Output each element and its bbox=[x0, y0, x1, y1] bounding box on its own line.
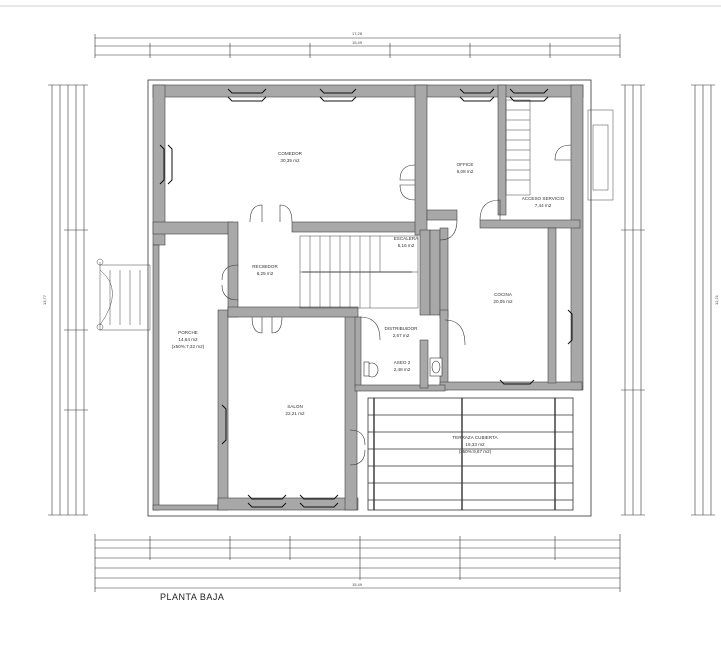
room-terraza-area2: (x50%:9,67 m2) bbox=[459, 449, 492, 454]
dim-total-height: 13,77 bbox=[42, 294, 47, 305]
doors bbox=[221, 144, 572, 466]
dim-total-width: 17,28 bbox=[352, 31, 363, 36]
service-stairs bbox=[505, 99, 531, 196]
room-terraza-area: 19,33 m2 bbox=[465, 442, 485, 447]
room-office-area: 6,08 m2 bbox=[457, 169, 474, 174]
room-aseo-name: ASEO 2 bbox=[394, 360, 411, 365]
room-office-name: OFFICE bbox=[457, 162, 474, 167]
room-escalera-area: 5,16 m2 bbox=[398, 243, 415, 248]
left-dimension-lines bbox=[48, 84, 88, 516]
room-comedor-name: COMEDOR bbox=[278, 151, 303, 156]
entrance-stairs bbox=[96, 258, 151, 331]
room-salon-area: 22,21 m2 bbox=[285, 411, 305, 416]
main-stairs bbox=[299, 235, 419, 309]
room-porche-name: PORCHE bbox=[178, 330, 198, 335]
room-recibidor-name: RECIBIDOR bbox=[252, 264, 278, 269]
exterior-stair-box bbox=[587, 109, 614, 201]
room-comedor-area: 30,35 m2 bbox=[280, 158, 300, 163]
room-recibidor-area: 6,25 m2 bbox=[257, 271, 274, 276]
room-distribuidor-area: 2,67 m2 bbox=[393, 333, 410, 338]
room-acceso-name: ACCESO SERVICIO bbox=[522, 196, 565, 201]
bathroom-fixtures bbox=[363, 357, 443, 378]
room-cocina-area: 20,05 m2 bbox=[493, 299, 513, 304]
windows bbox=[159, 88, 573, 508]
room-porche-area2: (x50%:7,32 m2) bbox=[172, 344, 205, 349]
room-porche-area: 14,64 m2 bbox=[178, 337, 198, 342]
walls bbox=[152, 84, 584, 511]
drawing-title: PLANTA BAJA bbox=[160, 592, 225, 602]
dim-bottom-total: 15,49 bbox=[352, 582, 363, 587]
right-dimension-lines bbox=[621, 84, 715, 516]
bottom-dimension-lines bbox=[94, 534, 621, 592]
terrace-pergola bbox=[367, 397, 574, 511]
room-escalera-name: ESCALERA bbox=[394, 236, 419, 241]
room-aseo-area: 2,48 m2 bbox=[394, 367, 411, 372]
room-terraza-name: TERRAZA CUBIERTA bbox=[452, 435, 498, 440]
dim-total-width-b: 15,49 bbox=[352, 40, 363, 45]
room-distribuidor-name: DISTRIBUIDOR bbox=[385, 326, 419, 331]
dim-total-height-b: 12,21 bbox=[714, 294, 719, 305]
room-cocina-name: COCINA bbox=[494, 292, 513, 297]
room-salon-name: SALON bbox=[287, 404, 303, 409]
room-acceso-area: 7,44 m2 bbox=[535, 203, 552, 208]
site-outline bbox=[147, 79, 592, 517]
top-dimension-lines bbox=[94, 34, 621, 58]
